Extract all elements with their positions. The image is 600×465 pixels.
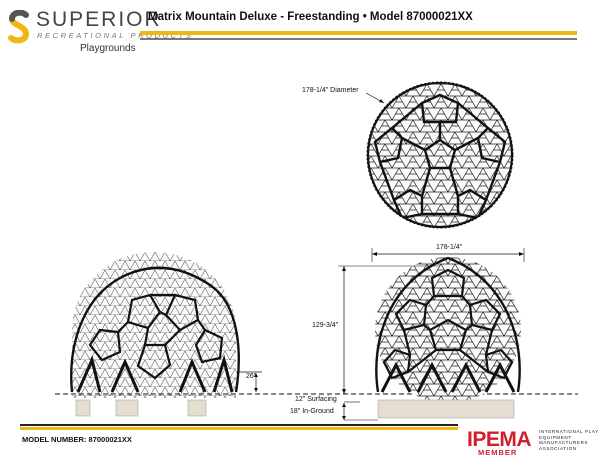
top-view-dome	[365, 81, 514, 229]
brand-name: SUPERIOR	[36, 8, 162, 31]
ipema-logo: IPEMA	[467, 428, 532, 451]
brand-division: Playgrounds	[80, 43, 136, 54]
ipema-full-name: INTERNATIONAL PLAY EQUIPMENT MANUFACTURE…	[539, 429, 599, 451]
width-label: 178-1/4"	[436, 244, 463, 251]
height-label: 129-3/4"	[312, 322, 339, 329]
surfacing-label: 12" Surfacing	[295, 396, 337, 403]
front-view-dome	[338, 248, 525, 421]
superior-s-logo-icon	[8, 10, 30, 44]
model-number: MODEL NUMBER: 87000021XX	[22, 435, 132, 444]
footer-rule	[20, 424, 458, 426]
footer-gold-rule	[20, 427, 458, 430]
side-view-dome	[70, 252, 262, 417]
brand-tagline: RECREATIONAL PRODUCTS	[37, 31, 194, 40]
diameter-label: 178-1/4" Diameter	[302, 87, 359, 94]
ipema-member-label: MEMBER	[478, 448, 518, 457]
header-gold-rule	[140, 31, 577, 35]
inground-label: 18" In-Ground	[290, 408, 334, 415]
clearance-label: 26"	[246, 373, 257, 380]
header-gray-rule	[140, 38, 577, 40]
document-title: Matrix Mountain Deluxe - Freestanding • …	[148, 11, 473, 23]
